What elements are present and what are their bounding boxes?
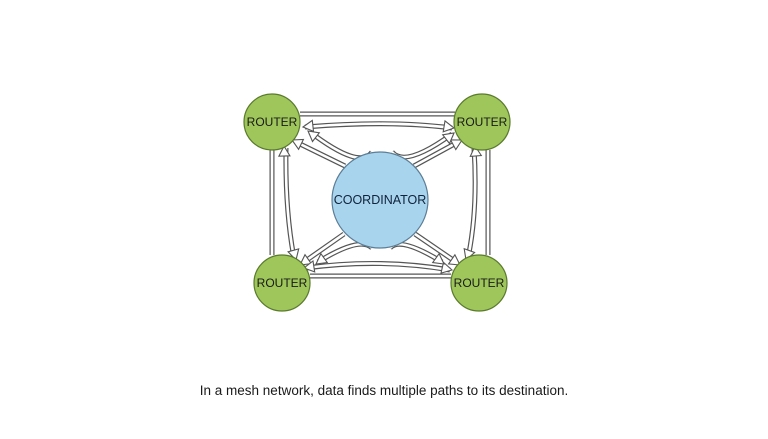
router-label: ROUTER (257, 276, 308, 290)
link-arc-left-head-1 (287, 248, 300, 262)
coordinator-node: COORDINATOR (331, 151, 429, 249)
link-coord-bl-inner (303, 232, 345, 264)
link-arc-right-inner (466, 147, 477, 259)
coordinator-circle (331, 151, 429, 249)
link-coord-tl-head-0 (290, 138, 305, 151)
link-coord-tl-inner (295, 140, 346, 168)
link-arc-top-inner (304, 122, 453, 130)
link-arc-right-head-0 (469, 144, 483, 158)
link-coord-br-head-0 (447, 253, 461, 266)
router-circle (450, 254, 508, 312)
router-node-top-right: ROUTER (453, 93, 511, 151)
coordinator-label: COORDINATOR (334, 193, 427, 207)
link-curve-bl-head-0 (315, 252, 329, 265)
link-curve-tl-head-0 (307, 130, 321, 143)
router-node-bottom-right: ROUTER (450, 254, 508, 312)
link-curve-br-head-0 (431, 252, 445, 265)
link-coord-br-inner (414, 232, 457, 264)
link-coord-tr-inner (413, 140, 459, 168)
link-arc-left-head-0 (277, 144, 291, 157)
link-arc-top-head-0 (301, 119, 315, 133)
link-curve-tr (390, 131, 454, 160)
router-node-bottom-left: ROUTER (253, 254, 311, 312)
link-arc-top-head-1 (442, 119, 456, 133)
router-circle (453, 93, 511, 151)
router-circle (253, 254, 311, 312)
router-circle (243, 93, 301, 151)
caption: In a mesh network, data finds multiple p… (199, 383, 569, 398)
router-node-top-left: ROUTER (243, 93, 301, 151)
link-arc-left-inner (284, 147, 296, 259)
link-curve-tr-head-0 (441, 132, 455, 145)
router-label: ROUTER (247, 115, 298, 129)
link-arc-bottom-inner (305, 262, 451, 272)
link-coord-bl-head-0 (299, 253, 313, 266)
link-arc-bottom-head-0 (302, 259, 316, 273)
router-label: ROUTER (454, 276, 505, 290)
link-arc-bottom-head-1 (440, 261, 454, 274)
router-label: ROUTER (457, 115, 508, 129)
link-coord-tr-head-0 (449, 139, 464, 151)
